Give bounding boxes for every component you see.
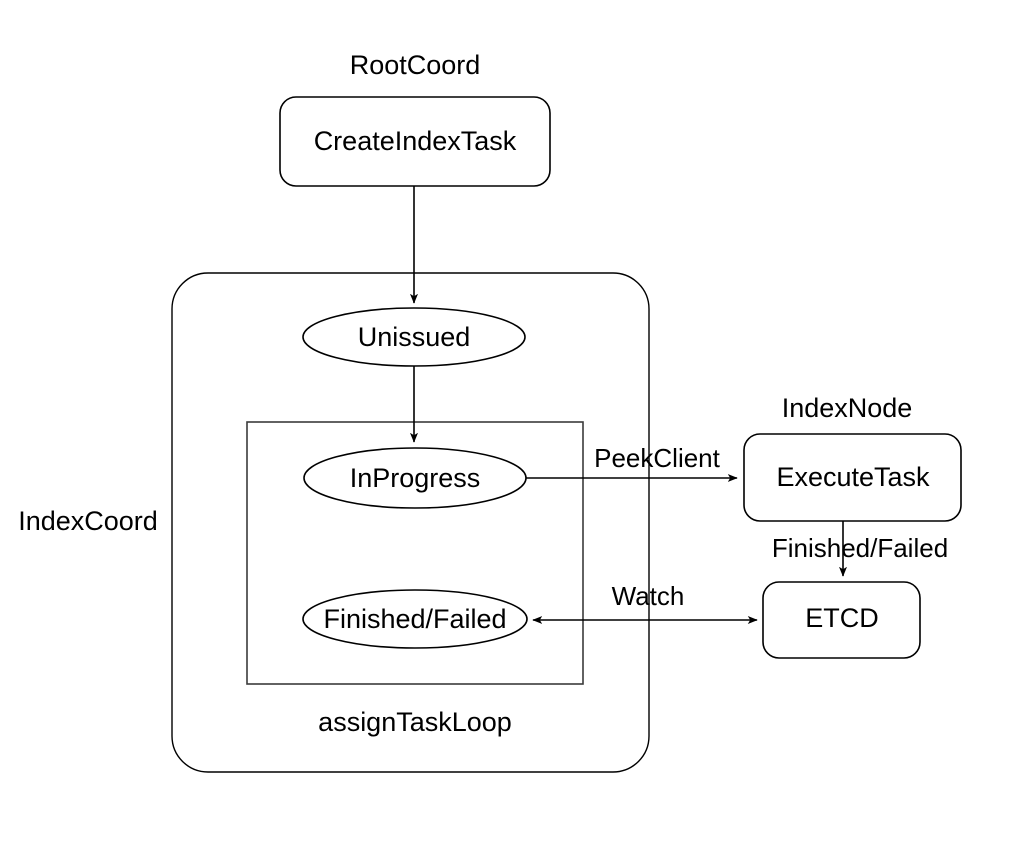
assigntaskloop-container — [246, 421, 584, 685]
node-etcd[interactable] — [762, 581, 921, 659]
node-finished-failed[interactable] — [302, 589, 528, 649]
group-label-indexnode: IndexNode — [782, 393, 913, 423]
node-finished-failed-label: Finished/Failed — [323, 604, 506, 634]
node-inprogress[interactable] — [303, 447, 527, 509]
group-label-rootcoord: RootCoord — [350, 50, 481, 80]
node-inprogress-label: InProgress — [350, 463, 481, 493]
group-label-assigntaskloop: assignTaskLoop — [318, 707, 512, 737]
edge-label-finished-failed: Finished/Failed — [772, 533, 948, 563]
node-unissued[interactable] — [302, 307, 526, 367]
node-execute-task[interactable] — [743, 433, 962, 522]
node-etcd-label: ETCD — [805, 603, 879, 633]
edge-label-watch: Watch — [612, 581, 685, 611]
node-unissued-label: Unissued — [358, 322, 471, 352]
group-label-indexcoord: IndexCoord — [18, 506, 158, 536]
edge-label-peekclient: PeekClient — [594, 443, 721, 473]
node-create-index-task-label: CreateIndexTask — [314, 126, 517, 156]
node-execute-task-label: ExecuteTask — [776, 462, 930, 492]
indexcoord-container — [171, 272, 650, 773]
node-create-index-task[interactable] — [279, 96, 551, 187]
